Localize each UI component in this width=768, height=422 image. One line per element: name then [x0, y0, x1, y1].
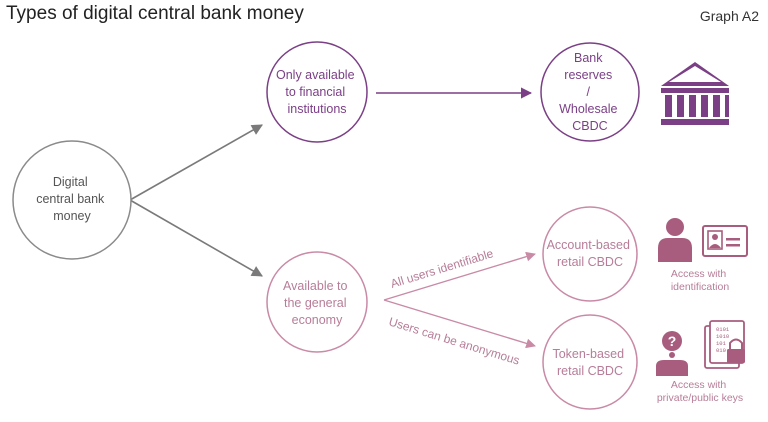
svg-text:101: 101 — [716, 340, 727, 347]
caption-identification: Access with identification — [671, 268, 730, 293]
node-digital-central-bank-money: Digital central bank money — [12, 140, 132, 260]
node-general-economy: Available to the general economy — [266, 251, 368, 353]
node-label-line: reserves — [564, 68, 612, 82]
edge-root-to-fi — [129, 124, 263, 201]
edge-general-to-token — [383, 299, 536, 349]
edge-label-anonymous: Users can be anonymous — [387, 314, 521, 367]
node-label-line: Available to — [283, 279, 347, 293]
node-label-line: Bank — [574, 51, 603, 65]
edge-root-to-general — [129, 199, 263, 277]
node-label-line: / — [587, 85, 591, 99]
svg-text:0101: 0101 — [716, 326, 730, 333]
node-account-based-cbdc: Account-based retail CBDC — [542, 206, 638, 302]
person-id-card-icon — [658, 218, 748, 262]
node-label-line: central bank — [36, 192, 105, 206]
caption-private-public-keys: Access with private/public keys — [657, 379, 743, 404]
graph-label: Graph A2 — [699, 8, 759, 24]
node-label-line: Token-based — [552, 347, 624, 361]
node-label-line: Account-based — [547, 238, 630, 252]
node-financial-institutions: Only available to financial institutions — [266, 41, 368, 143]
svg-text:1010: 1010 — [716, 333, 729, 340]
node-label-line: retail CBDC — [557, 255, 623, 269]
node-label-line: retail CBDC — [557, 364, 623, 378]
svg-text:?: ? — [668, 333, 677, 349]
node-label-line: Only available — [276, 68, 355, 82]
node-label-line: to financial — [285, 85, 345, 99]
node-token-based-cbdc: Token-based retail CBDC — [542, 314, 638, 410]
svg-text:Token-based retail CBDC: Token-based retail CBDC — [552, 347, 627, 378]
node-label-line: the general — [284, 296, 347, 310]
node-label-line: money — [53, 209, 91, 223]
node-label-line: Digital — [53, 175, 88, 189]
svg-text:Digital central bank: Digital central bank money — [36, 175, 108, 223]
node-label-line: institutions — [287, 102, 346, 116]
svg-text:Bank reserves /: Bank reserves / Wholesale CBDC — [559, 51, 621, 133]
edge-label-identifiable: All users identifiable — [389, 246, 495, 291]
node-wholesale-cbdc: Bank reserves / Wholesale CBDC — [540, 42, 640, 142]
page-title: Types of digital central bank money — [6, 3, 304, 24]
bank-building-icon — [661, 62, 729, 125]
svg-text:Only available to financ: Only available to financial institutions — [276, 68, 358, 116]
svg-text:010: 010 — [716, 347, 726, 354]
node-label-line: CBDC — [572, 119, 607, 133]
node-label-line: Wholesale — [559, 102, 617, 116]
svg-text:Account-based retail CBD: Account-based retail CBDC — [547, 238, 634, 269]
svg-text:Available to the general: Available to the general economy — [283, 279, 351, 327]
node-label-line: economy — [292, 313, 343, 327]
edge-general-to-account — [383, 251, 536, 301]
person-question-lock-icon: ? 0101 1010 101 010 — [656, 320, 745, 376]
